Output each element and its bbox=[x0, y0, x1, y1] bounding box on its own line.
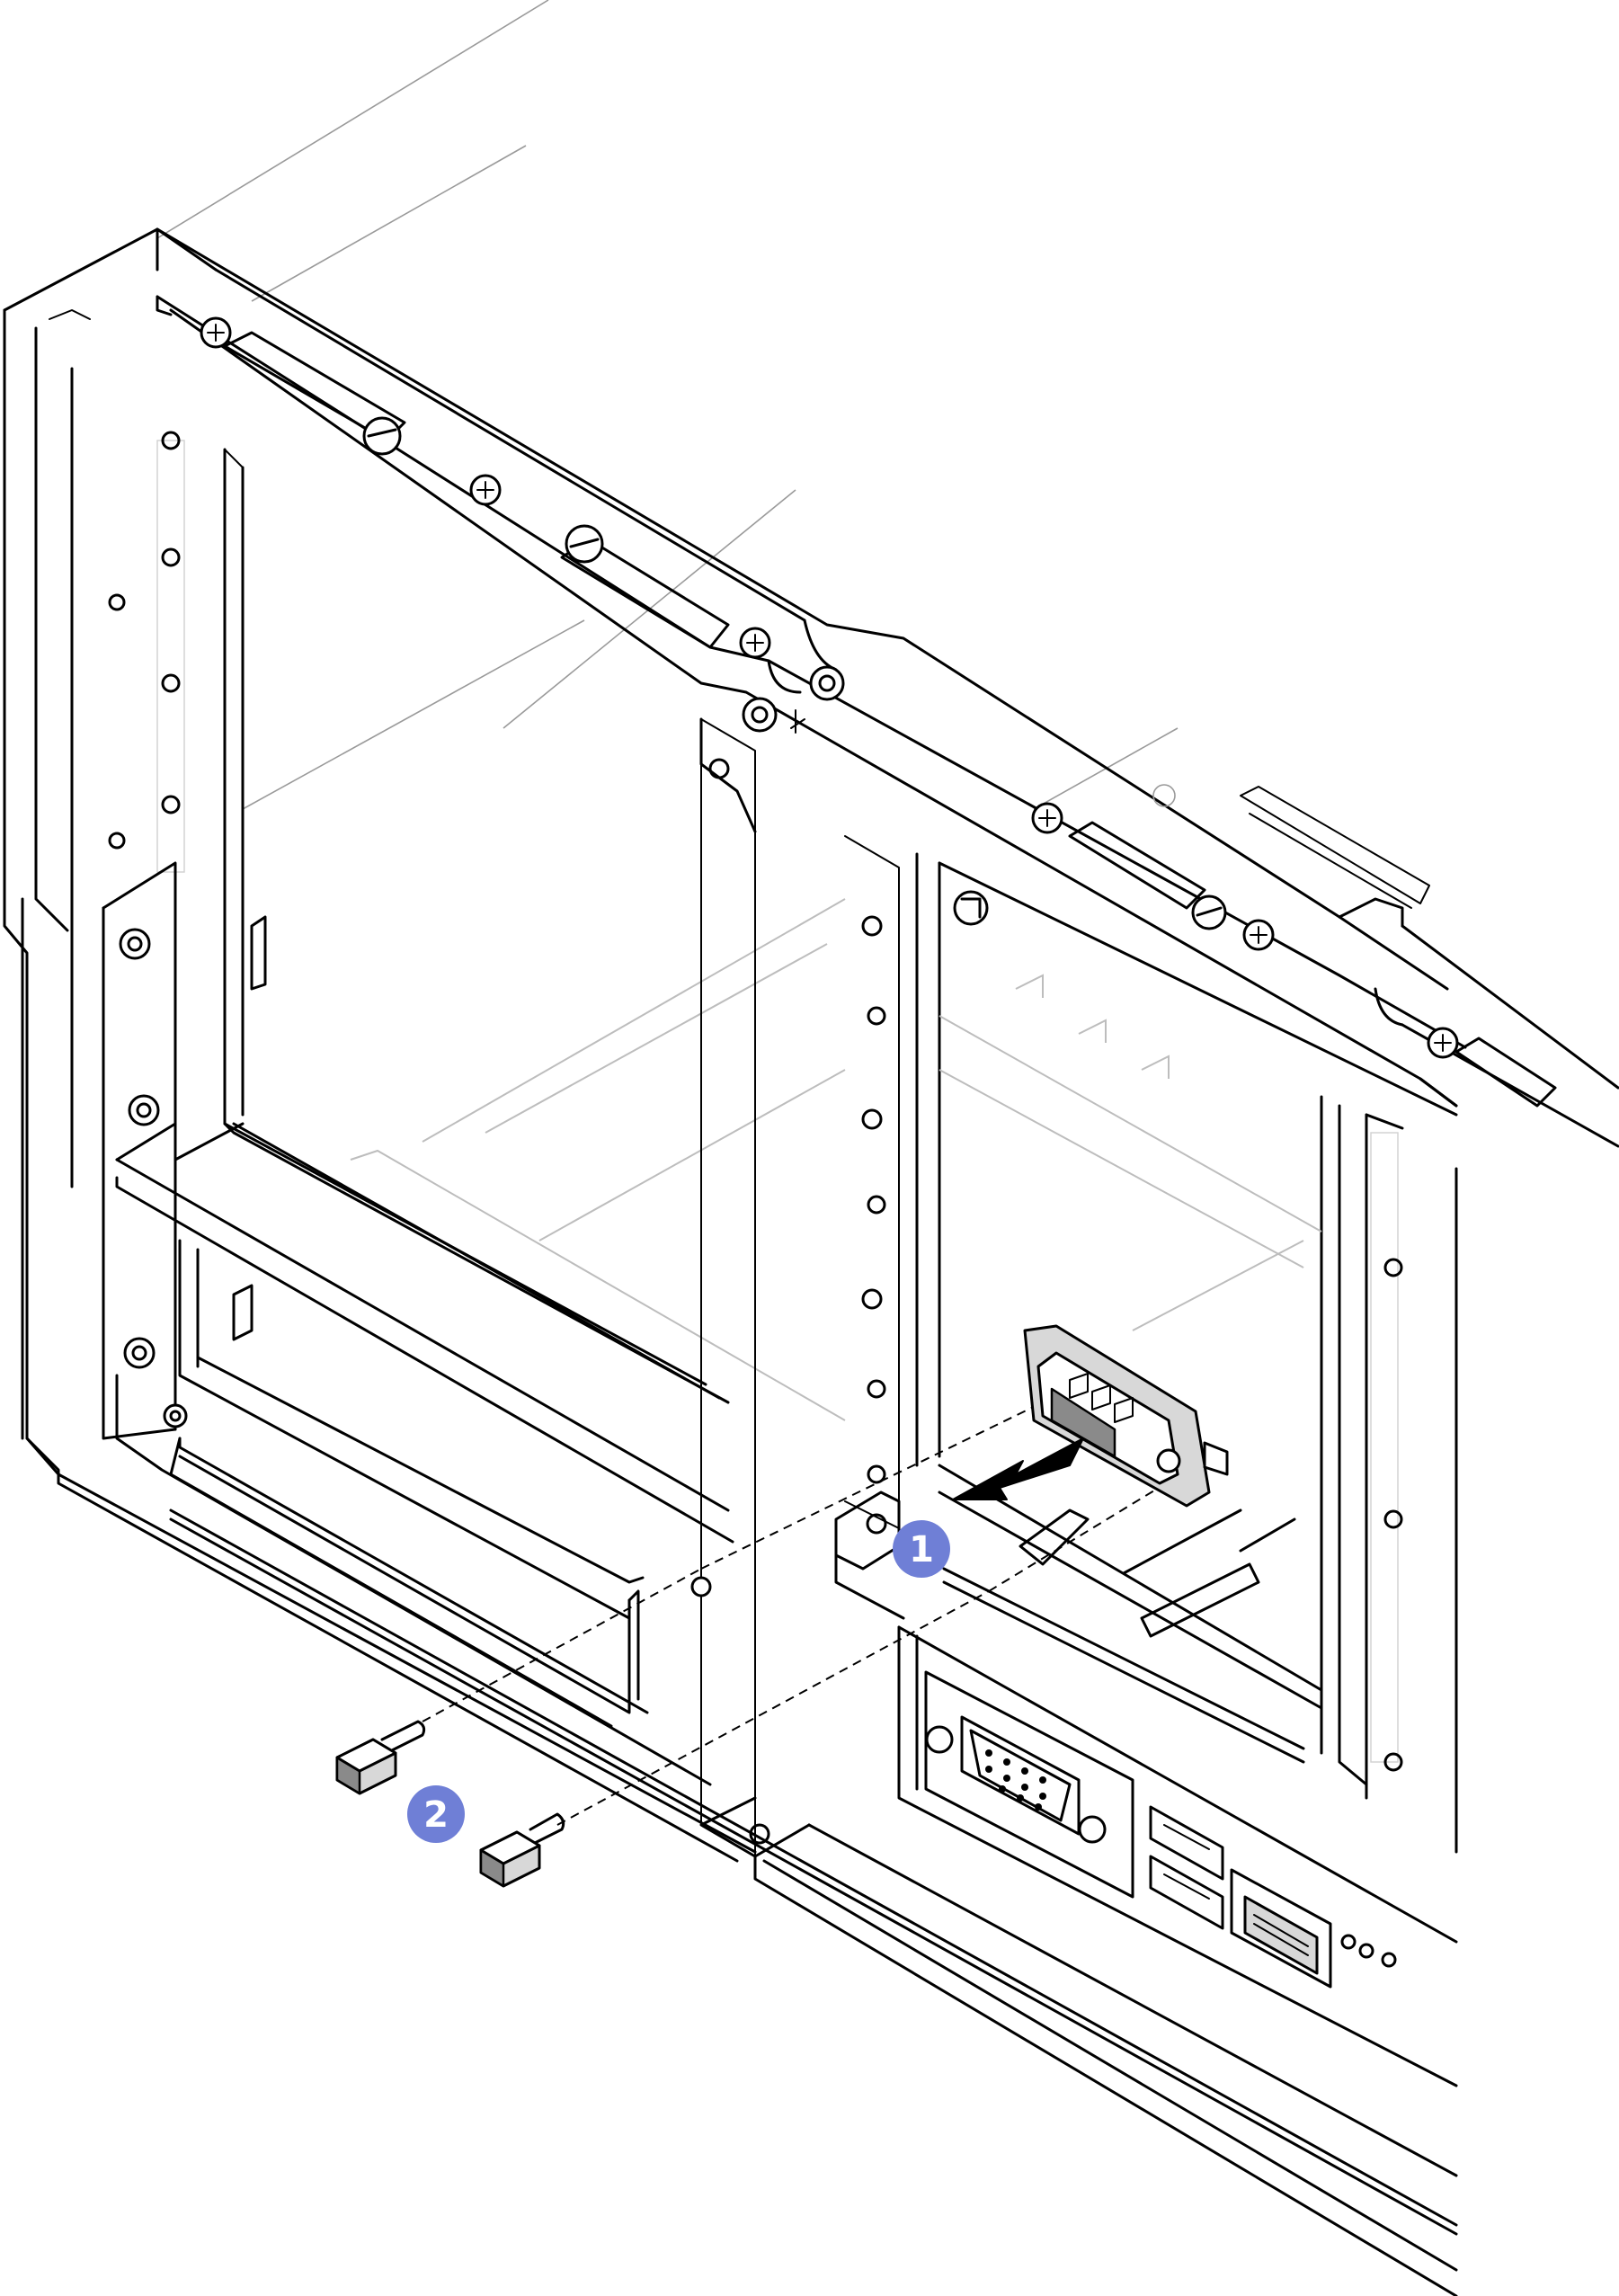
hex-screw-icon bbox=[335, 1720, 565, 1888]
status-led-icons bbox=[1340, 1934, 1397, 1968]
chassis-left-frame bbox=[3, 227, 218, 1476]
callout-1: 1 bbox=[893, 1520, 950, 1578]
front-bezel bbox=[102, 861, 734, 1786]
standoff-screw-1 bbox=[335, 1720, 426, 1795]
rear-io-panel bbox=[897, 1625, 1458, 2087]
callout-2: 2 bbox=[407, 1785, 465, 1843]
alignment-dashed-lines bbox=[422, 1402, 1196, 1826]
background-guide-lines bbox=[156, 0, 1179, 810]
callout-1-number: 1 bbox=[909, 1529, 934, 1571]
callout-2-badge bbox=[407, 1785, 465, 1843]
rj45-port-icon bbox=[1230, 1868, 1332, 1989]
chassis-base bbox=[25, 1437, 1458, 2296]
left-bay bbox=[223, 448, 846, 1421]
serial-connector-part bbox=[1019, 1324, 1229, 1566]
top-rail bbox=[156, 227, 1619, 1148]
top-rail-screws bbox=[200, 316, 1459, 1059]
callout-2-number: 2 bbox=[423, 1794, 449, 1836]
edge-connector bbox=[1152, 784, 1430, 909]
right-bay bbox=[915, 852, 1458, 1854]
usb-port-icon bbox=[1149, 1805, 1224, 1930]
standoff-screw-2 bbox=[479, 1812, 565, 1888]
frame-holes-left bbox=[108, 431, 181, 850]
vga-connector-icon bbox=[925, 1715, 1107, 1844]
translucent-divider bbox=[699, 717, 900, 1858]
callout-1-badge bbox=[893, 1520, 950, 1578]
divider-holes bbox=[861, 915, 886, 1484]
remove-direction-arrow-icon bbox=[952, 1437, 1084, 1500]
